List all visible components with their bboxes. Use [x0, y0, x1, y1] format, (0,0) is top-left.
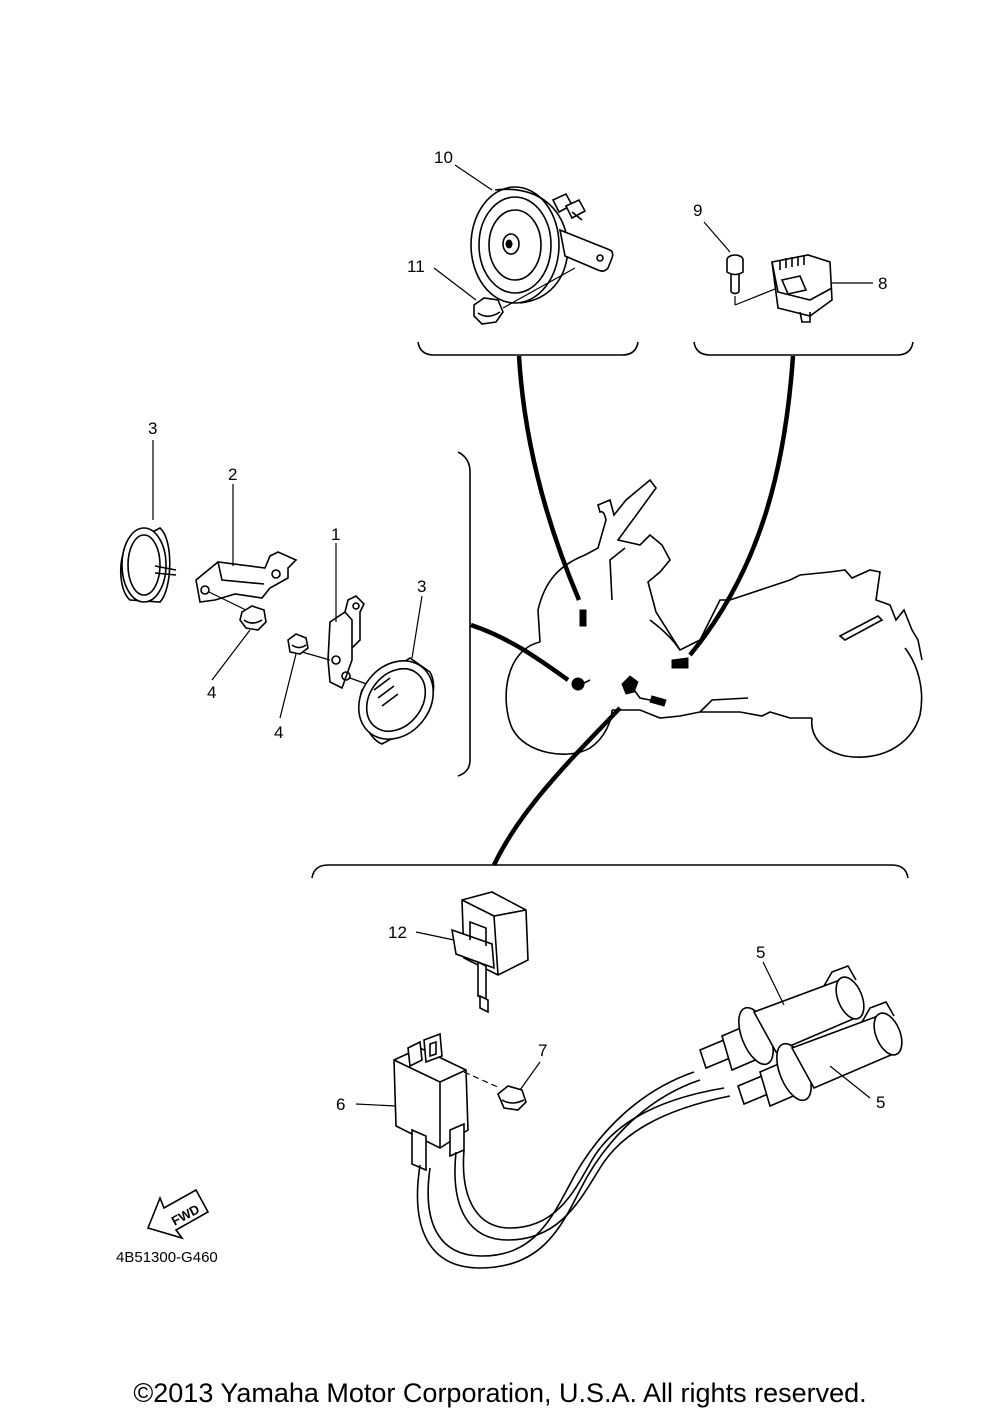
callout-labels: 1 2 3 3 4 4 5 5 6 7 8 9 10 11 12 [148, 148, 887, 1114]
callout-4-upper: 4 [207, 683, 216, 702]
callout-7: 7 [538, 1041, 547, 1060]
nut-part-11 [473, 267, 576, 325]
ignition-detail-box [311, 706, 909, 879]
callout-11: 11 [407, 257, 425, 276]
regulator-part-8 [771, 254, 873, 323]
copyright-notice: ©2013 Yamaha Motor Corporation, U.S.A. A… [133, 1378, 867, 1408]
callout-9: 9 [693, 201, 702, 220]
drawing-code: 4B51300-G460 [116, 1249, 218, 1266]
relay-part-12 [415, 891, 529, 1014]
callout-6: 6 [336, 1095, 345, 1114]
signal-lens-part-3-left [119, 527, 177, 603]
callout-12: 12 [388, 923, 407, 942]
leader-lines-left [152, 440, 423, 719]
high-tension-leads [416, 1071, 731, 1269]
callout-4-lower: 4 [274, 723, 283, 742]
callout-5-upper: 5 [756, 943, 765, 962]
bracket-part-2 [195, 551, 298, 613]
callout-1: 1 [331, 525, 340, 544]
signal-detail-box [457, 451, 570, 777]
horn-part-10 [470, 186, 614, 304]
motorcycle-outline [505, 478, 923, 758]
callout-3-left: 3 [148, 419, 157, 438]
callout-10: 10 [434, 148, 453, 167]
nut-part-4-upper [239, 605, 267, 631]
bracket-part-1 [301, 595, 373, 690]
nut-part-7 [497, 1061, 541, 1111]
nut-part-4-lower [287, 633, 309, 655]
ignition-coil-part-6 [355, 1032, 501, 1172]
plug-cap-part-5-lower [737, 1001, 903, 1108]
signal-lens-part-3-right [357, 657, 435, 745]
horn-detail-box [417, 341, 639, 601]
relay-detail-box [688, 341, 914, 657]
bolt-part-9 [726, 254, 786, 306]
plug-cap-part-5-upper [699, 961, 865, 1072]
callout-3-right: 3 [417, 577, 426, 596]
callout-2: 2 [228, 465, 237, 484]
fwd-arrow-icon: FWD [146, 1188, 210, 1240]
callout-8: 8 [878, 274, 887, 293]
callout-5-lower: 5 [876, 1093, 885, 1112]
